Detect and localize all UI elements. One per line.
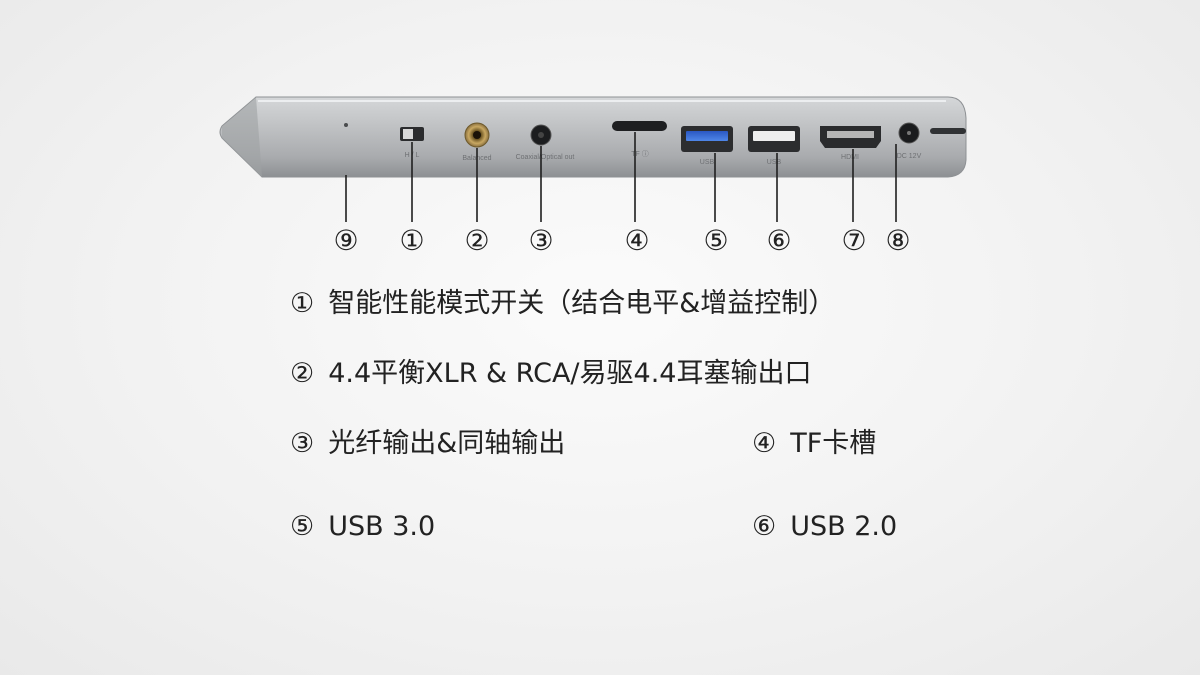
legend-item-1-text: 智能性能模式开关（结合电平&增益控制）	[328, 288, 836, 319]
legend-item-4-mark: ④	[752, 428, 777, 459]
marker-3: ③	[528, 224, 554, 257]
legend-item-6: ⑥ USB 2.0	[752, 510, 897, 544]
balanced-jack-hole	[473, 131, 481, 139]
legend-item-2-mark: ②	[290, 358, 315, 389]
dc-jack-pin	[907, 131, 911, 135]
legend-item-1: ① 智能性能模式开关（结合电平&增益控制）	[290, 287, 835, 321]
marker-7: ⑦	[841, 224, 867, 257]
legend-item-6-text: USB 2.0	[790, 511, 898, 542]
legend-item-4: ④ TF卡槽	[752, 427, 876, 461]
marker-1: ①	[399, 224, 425, 257]
tf-card-slot	[612, 121, 667, 131]
device-body	[219, 96, 967, 178]
usb3-tongue	[686, 131, 728, 141]
legend-item-5: ⑤ USB 3.0	[290, 510, 435, 544]
legend-item-1-mark: ①	[290, 288, 315, 319]
coaxial-optical-jack-inner	[538, 132, 544, 138]
marker-8: ⑧	[885, 224, 911, 257]
usb2-tongue	[753, 131, 795, 141]
marker-5: ⑤	[703, 224, 729, 257]
marker-9: ⑨	[333, 224, 359, 257]
legend-item-6-mark: ⑥	[752, 511, 777, 542]
legend-item-4-text: TF卡槽	[790, 428, 877, 459]
tf-label: TF ⓘ	[631, 150, 649, 158]
hdmi-tongue	[827, 131, 874, 138]
hdmi-label: HDMI	[841, 154, 859, 161]
legend-item-3-mark: ③	[290, 428, 315, 459]
device-nose	[222, 97, 262, 177]
coaxial-label: Coaxial/Optical out	[516, 154, 575, 161]
legend-item-2-text: 4.4平衡XLR & RCA/易驱4.4耳塞输出口	[328, 358, 812, 389]
legend-item-5-text: USB 3.0	[328, 511, 436, 542]
legend-item-3-text: 光纤输出&同轴输出	[328, 428, 566, 459]
mode-switch-knob	[403, 129, 413, 139]
legend-item-3: ③ 光纤输出&同轴输出	[290, 427, 565, 461]
usb2-label: USB	[767, 159, 782, 166]
marker-4: ④	[624, 224, 650, 257]
marker-2: ②	[464, 224, 490, 257]
legend-item-5-mark: ⑤	[290, 511, 315, 542]
legend-item-2: ② 4.4平衡XLR & RCA/易驱4.4耳塞输出口	[290, 357, 811, 391]
usb3-label: USB	[700, 159, 715, 166]
device-back-seam	[930, 128, 966, 134]
marker-6: ⑥	[766, 224, 792, 257]
dc-label: DC 12V	[897, 153, 922, 160]
pinhole-port	[344, 123, 348, 127]
